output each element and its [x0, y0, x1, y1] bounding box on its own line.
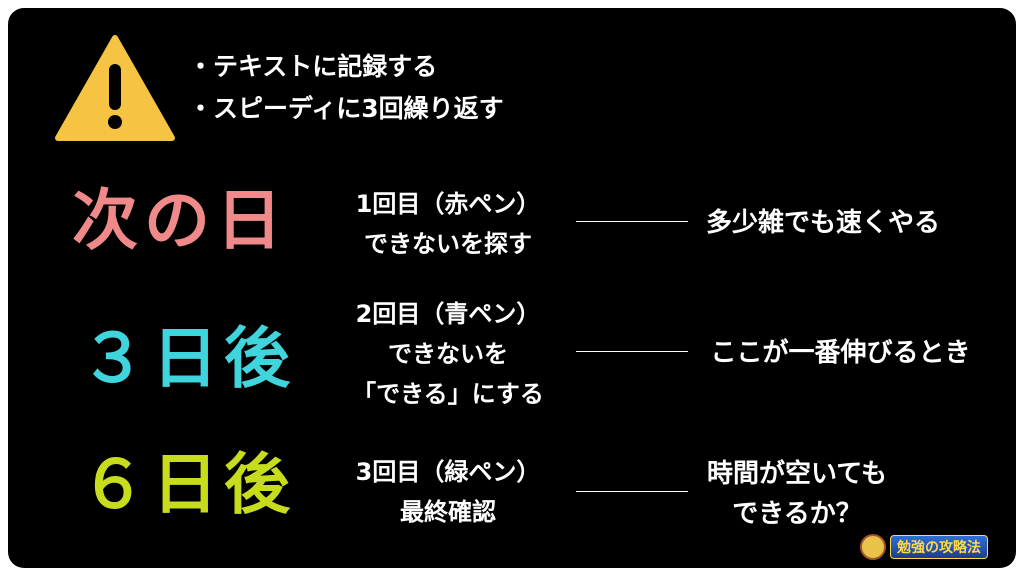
tip-1: 多少雑でも速くやる [678, 203, 968, 243]
step-1: 1回目（赤ペン） できないを探す [328, 184, 568, 264]
tip-3: 時間が空いても できるか？ [672, 454, 922, 534]
day-3: ３日後 [80, 320, 296, 397]
step-3: 3回目（緑ペン） 最終確認 [328, 452, 568, 532]
step-3-desc: 最終確認 [400, 498, 496, 526]
mascot-icon [860, 534, 886, 560]
tip-1-text: 多少雑でも速くやる [705, 208, 940, 238]
step-1-desc: できないを探す [364, 230, 532, 258]
note-repeat: ・スピーディに3回繰り返す [188, 94, 504, 123]
step-2-title: 2回目（青ペン） [355, 300, 541, 328]
step-1-title: 1回目（赤ペン） [355, 190, 541, 218]
step-2-desc-2: 「できる」にする [352, 380, 544, 408]
step-2: 2回目（青ペン） できないを 「できる」にする [328, 294, 568, 414]
day-6: ６日後 [80, 446, 296, 523]
step-2-desc-1: できないを [388, 340, 508, 368]
tip-2: ここが一番伸びるとき [678, 333, 1003, 373]
notes: ・テキストに記録する ・スピーディに3回繰り返す [188, 46, 504, 130]
connector-2 [576, 351, 688, 352]
tip-2-text: ここが一番伸びるとき [710, 338, 971, 368]
site-logo: 勉強の攻略法 [860, 531, 1010, 563]
slide: ・テキストに記録する ・スピーディに3回繰り返す 次の日 1回目（赤ペン） でき… [8, 8, 1016, 568]
note-record: ・テキストに記録する [188, 52, 438, 81]
tip-3-line-1: 時間が空いても [707, 459, 887, 489]
connector-1 [576, 221, 688, 222]
warning-icon [55, 35, 175, 141]
logo-text: 勉強の攻略法 [890, 535, 988, 559]
step-3-title: 3回目（緑ペン） [355, 458, 541, 486]
tip-3-line-2: できるか？ [732, 499, 862, 529]
day-next: 次の日 [72, 182, 288, 259]
connector-3 [576, 491, 688, 492]
